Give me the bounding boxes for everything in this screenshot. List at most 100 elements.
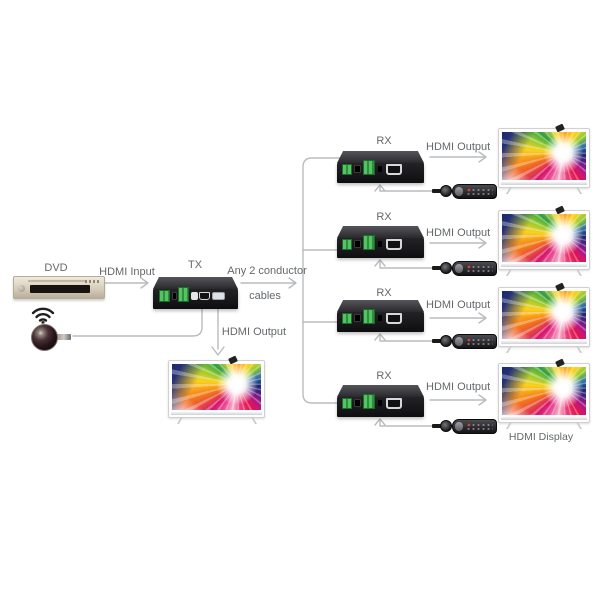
hdmi-port xyxy=(386,398,402,409)
rx-extender-device xyxy=(337,226,424,258)
rx-extender-device xyxy=(337,151,424,183)
dvd-player xyxy=(13,276,105,299)
hdmi-port xyxy=(386,239,402,250)
service-port xyxy=(354,240,361,248)
arrow-up-icon xyxy=(374,259,386,267)
link-label-line2: cables xyxy=(249,290,281,302)
terminal-block-port xyxy=(363,309,375,324)
dvd-label: DVD xyxy=(44,262,68,274)
tv-screen xyxy=(172,364,261,410)
tx-label: TX xyxy=(187,259,203,271)
ir-emitter-cable xyxy=(379,420,435,427)
power-knob xyxy=(18,285,25,292)
hdmi-output-label: HDMI Output xyxy=(426,299,491,311)
plug-stem xyxy=(432,266,441,270)
device-front-face xyxy=(153,287,238,309)
tv-screen xyxy=(502,214,586,262)
ir-emitter-plug xyxy=(432,185,452,197)
ir-emitter-plug xyxy=(432,262,452,274)
tv-base xyxy=(501,264,587,267)
remote-control xyxy=(452,184,497,199)
tv-screen xyxy=(502,367,586,415)
ir-emitter-cable xyxy=(379,335,435,342)
terminal-block-port xyxy=(342,313,352,324)
vga-port xyxy=(212,292,225,300)
distribution-bus-line xyxy=(302,157,346,404)
plug-stem xyxy=(432,424,441,428)
device-front-face xyxy=(337,394,424,417)
ir-port xyxy=(378,166,382,172)
tv-base xyxy=(171,412,262,415)
tx-hdmi-output-label: HDMI Output xyxy=(221,326,287,338)
hdmi-output-label: HDMI Output xyxy=(426,141,491,153)
ir-receiver-eye xyxy=(31,324,73,351)
device-top-face xyxy=(337,300,424,312)
terminal-block-port xyxy=(363,235,375,250)
disc-tray xyxy=(28,280,86,282)
tv-base xyxy=(501,341,587,344)
device-front-face xyxy=(337,235,424,258)
ir-port xyxy=(378,241,382,247)
ir-receiver-cable xyxy=(72,306,203,337)
hdmi-display-caption: HDMI Display xyxy=(508,431,574,443)
terminal-block-port xyxy=(159,290,170,302)
link-label-line1: Any 2 conductor xyxy=(227,265,307,277)
ir-emitter-cable xyxy=(379,186,435,192)
wifi-waves-icon xyxy=(31,307,55,324)
service-port xyxy=(172,292,177,300)
hdmi-port xyxy=(386,164,402,175)
device-top-face xyxy=(337,226,424,238)
rx-extender-device xyxy=(337,385,424,417)
arrow-right-icon xyxy=(288,277,297,289)
plug-stem xyxy=(432,339,441,343)
tv-screen xyxy=(502,291,586,339)
player-buttons xyxy=(85,280,101,283)
ir-emitter-cable xyxy=(379,261,435,269)
tv-base xyxy=(501,417,587,420)
rx-extender-device xyxy=(337,300,424,332)
arrow-down-icon xyxy=(211,346,225,356)
terminal-block-port xyxy=(342,398,352,409)
plug-stem xyxy=(432,189,441,193)
plug-head xyxy=(440,335,452,347)
arrow-right-icon xyxy=(478,151,487,163)
ir-emitter-plug xyxy=(432,335,452,347)
usb-port xyxy=(191,292,198,300)
ir-port xyxy=(378,400,382,406)
terminal-block-port xyxy=(363,394,375,409)
tv-display xyxy=(498,358,590,429)
tv-screen xyxy=(502,132,586,180)
terminal-block-port xyxy=(342,239,352,250)
hdmi-output-label: HDMI Output xyxy=(426,381,491,393)
arrow-right-icon xyxy=(140,277,149,289)
tv-display xyxy=(498,205,590,276)
plug-head xyxy=(440,420,452,432)
hdmi-port xyxy=(386,313,402,324)
tv-base xyxy=(501,182,587,185)
terminal-block-port xyxy=(363,160,375,175)
tv-display xyxy=(498,123,590,194)
remote-control xyxy=(452,419,497,434)
remote-control xyxy=(452,261,497,276)
arrow-right-icon xyxy=(478,394,487,406)
arrow-right-icon xyxy=(478,237,487,249)
device-top-face xyxy=(337,151,424,163)
plug-head xyxy=(440,185,452,197)
device-front-face xyxy=(337,309,424,332)
tv-display xyxy=(168,355,265,424)
plug-head xyxy=(440,262,452,274)
hdmi-port xyxy=(199,292,210,300)
ir-port xyxy=(378,315,382,321)
ir-emitter-plug xyxy=(432,420,452,432)
rx-label: RX xyxy=(376,135,392,147)
rx-label: RX xyxy=(376,287,392,299)
device-top-face xyxy=(337,385,424,397)
service-port xyxy=(354,399,361,407)
arrow-up-icon xyxy=(374,418,386,426)
terminal-block-port xyxy=(342,164,352,175)
rx-label: RX xyxy=(376,370,392,382)
service-port xyxy=(354,165,361,173)
ir-eye-connector xyxy=(55,334,71,340)
